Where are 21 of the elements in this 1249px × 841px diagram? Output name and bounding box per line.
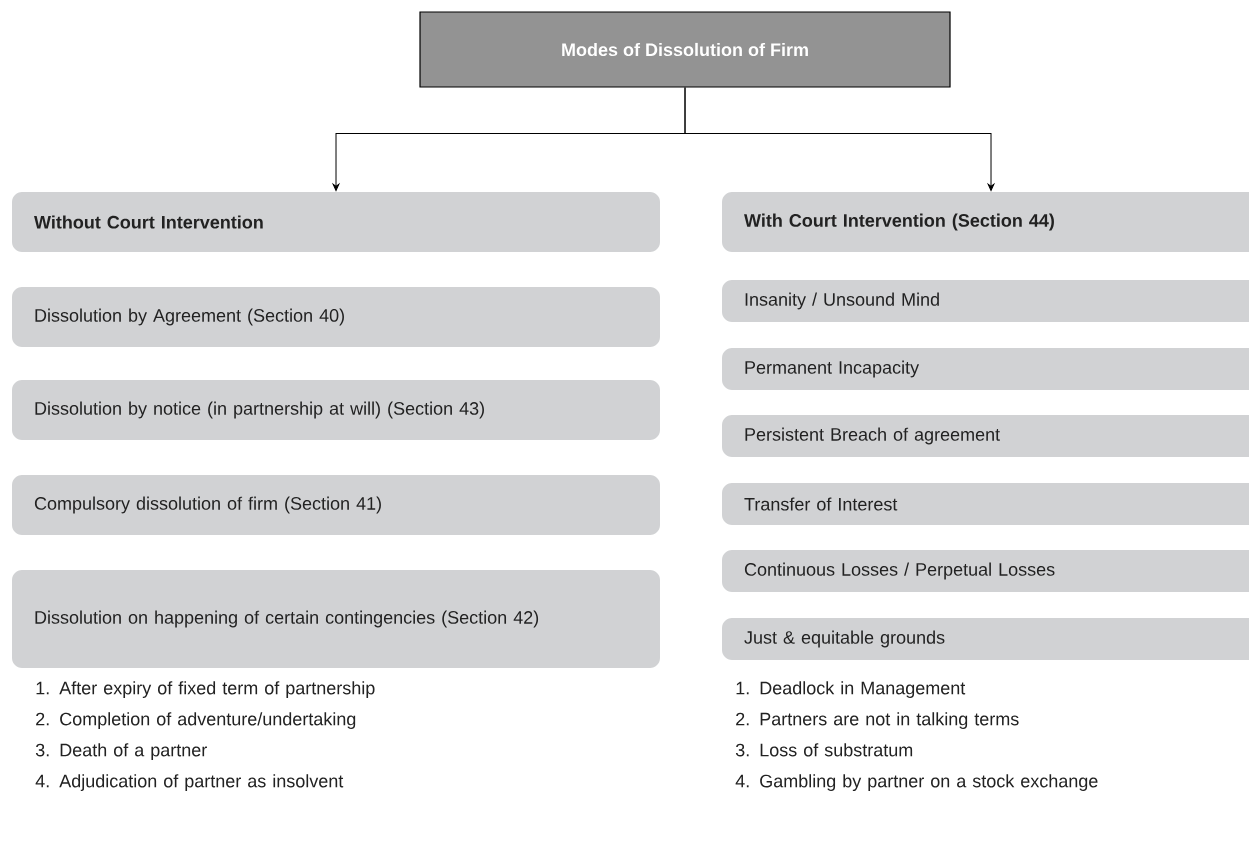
list-item: 3. Death of a partner xyxy=(35,743,207,760)
category-box: Dissolution by Agreement (Section 40) xyxy=(12,287,660,347)
category-box: Permanent Incapacity xyxy=(722,348,1249,390)
arrow xyxy=(684,87,995,192)
heading-box: Without Court Intervention xyxy=(12,192,660,252)
list-item: 2. Completion of adventure/undertaking xyxy=(36,712,356,729)
list-item: 1. Deadlock in Management xyxy=(736,681,966,698)
category-box: Insanity / Unsound Mind xyxy=(722,280,1249,322)
category-box: Dissolution on happening of certain contingencies (Section 42) xyxy=(12,570,660,668)
title-box: Modes of Dissolution of Firm xyxy=(419,11,951,88)
category-box: Dissolution by notice (in partnership at will) (Section 43) xyxy=(12,380,660,440)
list-item: 4. Gambling by partner on a stock exchange xyxy=(735,774,1098,791)
category-box: Transfer of Interest xyxy=(722,483,1249,525)
category-box: Compulsory dissolution of firm (Section 41) xyxy=(12,475,660,535)
heading-box: With Court Intervention (Section 44) xyxy=(722,192,1249,252)
category-box: Continuous Losses / Perpetual Losses xyxy=(722,550,1249,592)
list-item: 2. Partners are not in talking terms xyxy=(736,712,1019,729)
list-item: 4. Adjudication of partner as insolvent xyxy=(35,774,344,791)
list-item: 3. Loss of substratum xyxy=(735,743,913,757)
category-box: Persistent Breach of agreement xyxy=(722,415,1249,457)
category-box: Just & equitable grounds xyxy=(722,618,1249,660)
